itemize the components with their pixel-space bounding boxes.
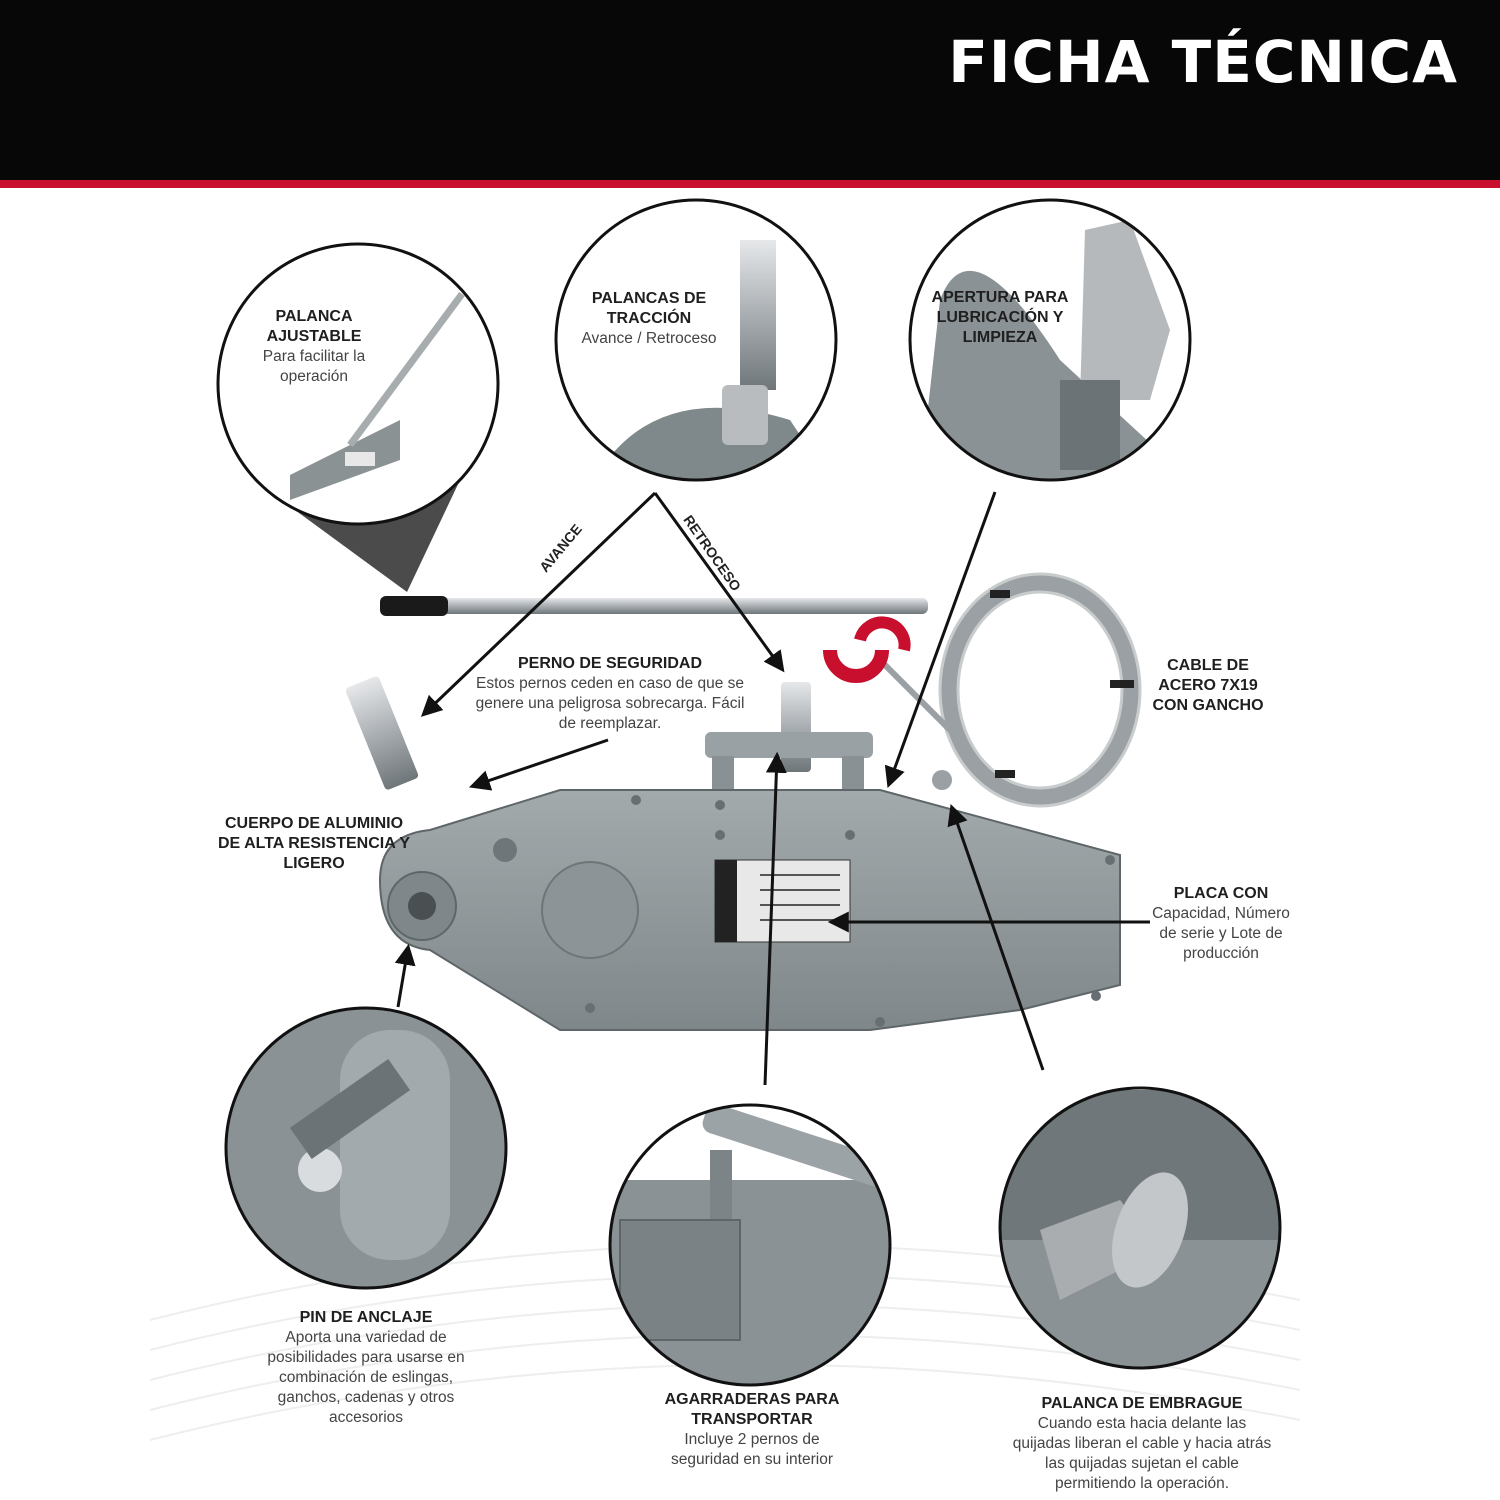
label-anchor-pin-title: PIN DE ANCLAJE (299, 1309, 433, 1326)
label-adjustable-lever-desc: Para facilitar la operación (262, 348, 366, 385)
label-transport-handles-title: AGARRADERAS PARA TRANSPORTAR (664, 1391, 840, 1428)
label-adjustable-lever: PALANCA AJUSTABLE Para facilitar la oper… (234, 307, 394, 387)
lever-tube-image (380, 596, 928, 616)
detail-circle-adjustable-lever (216, 242, 500, 592)
label-safety-pin-desc: Estos pernos ceden en caso de que se gen… (475, 675, 745, 732)
detail-circle-clutch-lever (998, 1086, 1282, 1370)
label-traction-levers-desc: Avance / Retroceso (581, 330, 717, 347)
detail-circle-traction-levers (554, 198, 838, 482)
label-wire-rope: CABLE DE ACERO 7X19 CON GANCHO (1140, 656, 1276, 716)
header-bar: FICHA TÉCNICA (0, 0, 1500, 180)
label-traction-levers: PALANCAS DE TRACCIÓN Avance / Retroceso (566, 289, 732, 349)
label-id-plate: PLACA CON Capacidad, Número de serie y L… (1146, 884, 1296, 964)
header-accent-stripe (0, 180, 1500, 188)
detail-circle-transport-handles (608, 1103, 892, 1387)
label-adjustable-lever-title: PALANCA AJUSTABLE (266, 308, 362, 345)
detail-circle-anchor-pin (224, 1006, 508, 1290)
label-id-plate-title: PLACA CON (1173, 885, 1269, 902)
label-anchor-pin: PIN DE ANCLAJE Aporta una variedad de po… (258, 1308, 474, 1428)
label-safety-pin: PERNO DE SEGURIDAD Estos pernos ceden en… (470, 654, 750, 734)
label-id-plate-desc: Capacidad, Número de serie y Lote de pro… (1152, 905, 1290, 962)
label-transport-handles: AGARRADERAS PARA TRANSPORTAR Incluye 2 p… (652, 1390, 852, 1470)
label-aluminum-body: CUERPO DE ALUMINIO DE ALTA RESISTENCIA Y… (214, 814, 414, 874)
label-anchor-pin-desc: Aporta una variedad de posibilidades par… (267, 1329, 465, 1426)
label-aluminum-body-title: CUERPO DE ALUMINIO DE ALTA RESISTENCIA Y… (217, 815, 410, 872)
pointer-arrows (394, 491, 1150, 1086)
label-lubrication-opening-title: APERTURA PARA LUBRICACIÓN Y LIMPIEZA (931, 289, 1069, 346)
detail-circle-lubrication-opening (908, 198, 1192, 482)
label-safety-pin-title: PERNO DE SEGURIDAD (517, 655, 703, 672)
label-clutch-lever-desc: Cuando esta hacia delante las quijadas l… (1012, 1415, 1272, 1492)
winch-body-image (345, 676, 1121, 1031)
page-title: FICHA TÉCNICA (948, 28, 1458, 96)
label-traction-levers-title: PALANCAS DE TRACCIÓN (591, 290, 707, 327)
label-wire-rope-title: CABLE DE ACERO 7X19 CON GANCHO (1152, 657, 1264, 714)
label-lubrication-opening: APERTURA PARA LUBRICACIÓN Y LIMPIEZA (920, 288, 1080, 348)
label-transport-handles-desc: Incluye 2 pernos de seguridad en su inte… (671, 1431, 833, 1468)
label-clutch-lever: PALANCA DE EMBRAGUE Cuando esta hacia de… (1010, 1394, 1274, 1494)
label-clutch-lever-title: PALANCA DE EMBRAGUE (1041, 1395, 1243, 1412)
